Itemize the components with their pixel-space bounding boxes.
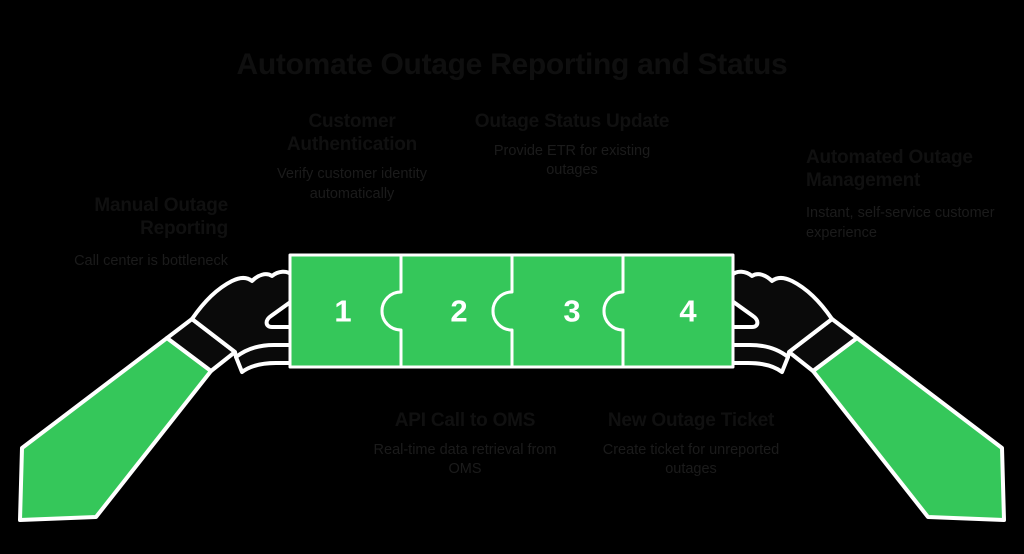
callout-automated-outage-management: Automated Outage Management Instant, sel…	[806, 146, 1016, 243]
puzzle-piece-4-number: 4	[679, 294, 697, 329]
callout-top2-subtitle: Provide ETR for existing outages	[493, 143, 651, 179]
puzzle-piece-2-number: 2	[450, 294, 467, 329]
page-title: Automate Outage Reporting and Status	[236, 48, 788, 81]
right-arm-group	[712, 269, 1006, 522]
callout-api-call-to-oms: API Call to OMS Real-time data retrieval…	[368, 409, 562, 480]
callout-bottom2-subtitle: Create ticket for unreported outages	[602, 442, 780, 478]
callout-top2-title: Outage Status Update	[474, 111, 670, 132]
callout-top1-subtitle: Verify customer identity automatically	[277, 166, 427, 202]
left-sleeve	[18, 336, 213, 522]
callout-left-subtitle: Call center is bottleneck	[74, 253, 228, 270]
callout-top1-title: Customer Authentication	[286, 111, 418, 156]
left-arm-group	[18, 269, 312, 522]
callout-right-title: Automated Outage Management	[806, 147, 973, 192]
callout-new-outage-ticket: New Outage Ticket Create ticket for unre…	[594, 409, 788, 480]
callout-bottom2-title: New Outage Ticket	[607, 410, 775, 431]
puzzle-bar: 1 2 3 4	[288, 253, 735, 369]
callout-customer-authentication: Customer Authentication Verify customer …	[252, 110, 452, 204]
callout-outage-status-update: Outage Status Update Provide ETR for exi…	[472, 110, 672, 181]
puzzle-piece-3-number: 3	[563, 294, 580, 329]
puzzle-piece-1-number: 1	[334, 294, 351, 329]
callout-right-subtitle: Instant, self-service customer experienc…	[806, 205, 995, 241]
right-sleeve	[811, 336, 1006, 522]
callout-bottom1-subtitle: Real-time data retrieval from OMS	[373, 442, 557, 478]
puzzle-piece-4[interactable]	[602, 253, 735, 369]
callout-left-title: Manual Outage Reporting	[94, 195, 228, 240]
callout-manual-outage-reporting: Manual Outage Reporting Call center is b…	[18, 194, 228, 272]
callout-bottom1-title: API Call to OMS	[394, 410, 536, 431]
